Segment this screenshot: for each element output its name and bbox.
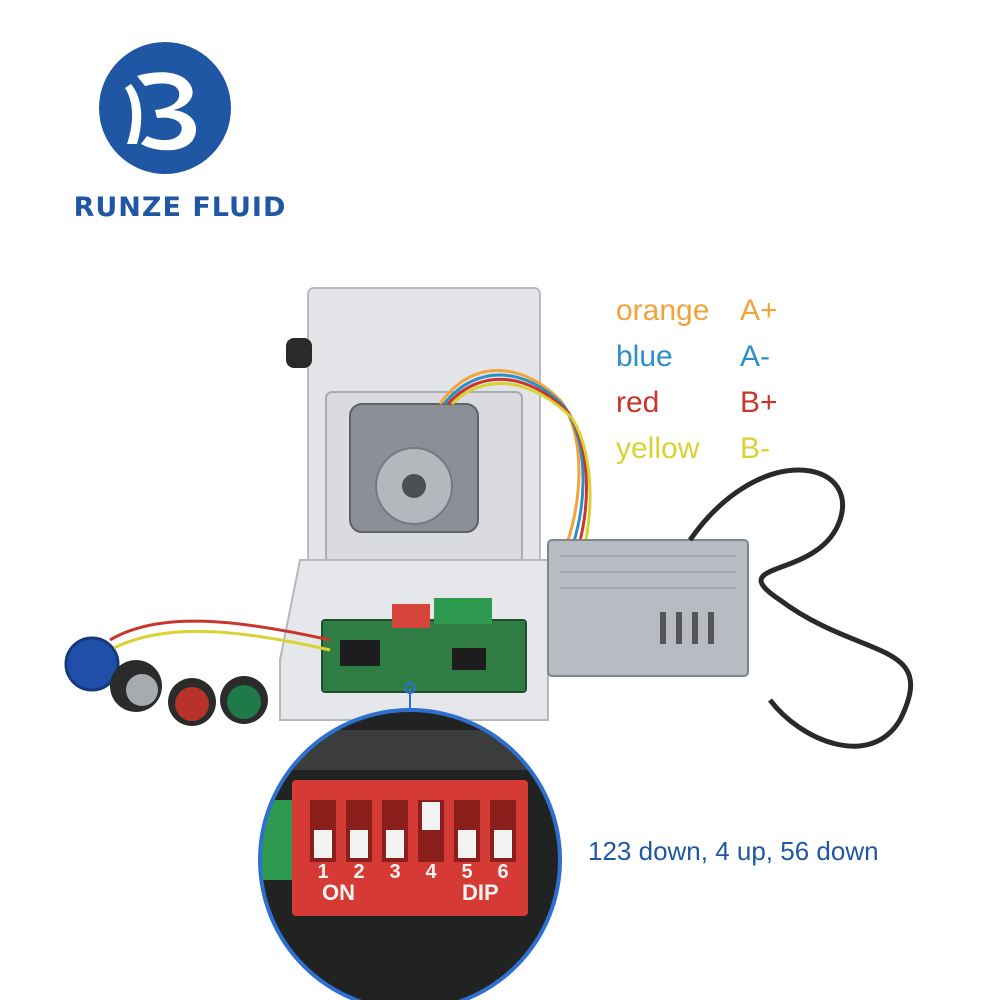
dip-on-label: ON bbox=[322, 880, 355, 905]
wire-color-name: yellow bbox=[616, 432, 700, 465]
legend-row-yellow: yellow B- bbox=[616, 426, 816, 472]
wire-signal: A- bbox=[740, 340, 770, 373]
legend-row-blue: blue A- bbox=[616, 334, 816, 380]
legend-row-orange: orange A+ bbox=[616, 288, 816, 334]
dip-switch-closeup: 1 2 3 4 5 6 ON DIP bbox=[260, 710, 560, 1000]
wire-color-name: orange bbox=[616, 294, 710, 327]
dip-number-6: 6 bbox=[497, 861, 508, 883]
wire-signal: B- bbox=[740, 432, 770, 465]
dip-number-4: 4 bbox=[425, 861, 437, 883]
dip-number-3: 3 bbox=[389, 861, 400, 883]
wire-color-name: red bbox=[616, 386, 660, 419]
wire-signal: B+ bbox=[740, 386, 778, 419]
power-cable bbox=[687, 467, 914, 749]
dip-label: DIP bbox=[462, 880, 499, 905]
dip-number-1: 1 bbox=[317, 861, 328, 883]
dip-number-5: 5 bbox=[461, 861, 472, 883]
dip-switch-caption: 123 down, 4 up, 56 down bbox=[588, 836, 879, 866]
power-supply bbox=[547, 539, 749, 677]
brand-logo: RUNZE FLUID bbox=[40, 40, 320, 240]
wire-color-name: blue bbox=[616, 340, 673, 373]
dip-number-2: 2 bbox=[353, 861, 364, 883]
brand-name: RUNZE FLUID bbox=[73, 192, 287, 223]
legend-row-red: red B+ bbox=[616, 380, 816, 426]
speed-knob bbox=[64, 636, 120, 692]
runze-b-logo-icon bbox=[99, 42, 231, 174]
wire-signal: A+ bbox=[740, 294, 778, 327]
wire-color-legend: orange A+ blue A- red B+ yellow B- bbox=[616, 288, 816, 472]
